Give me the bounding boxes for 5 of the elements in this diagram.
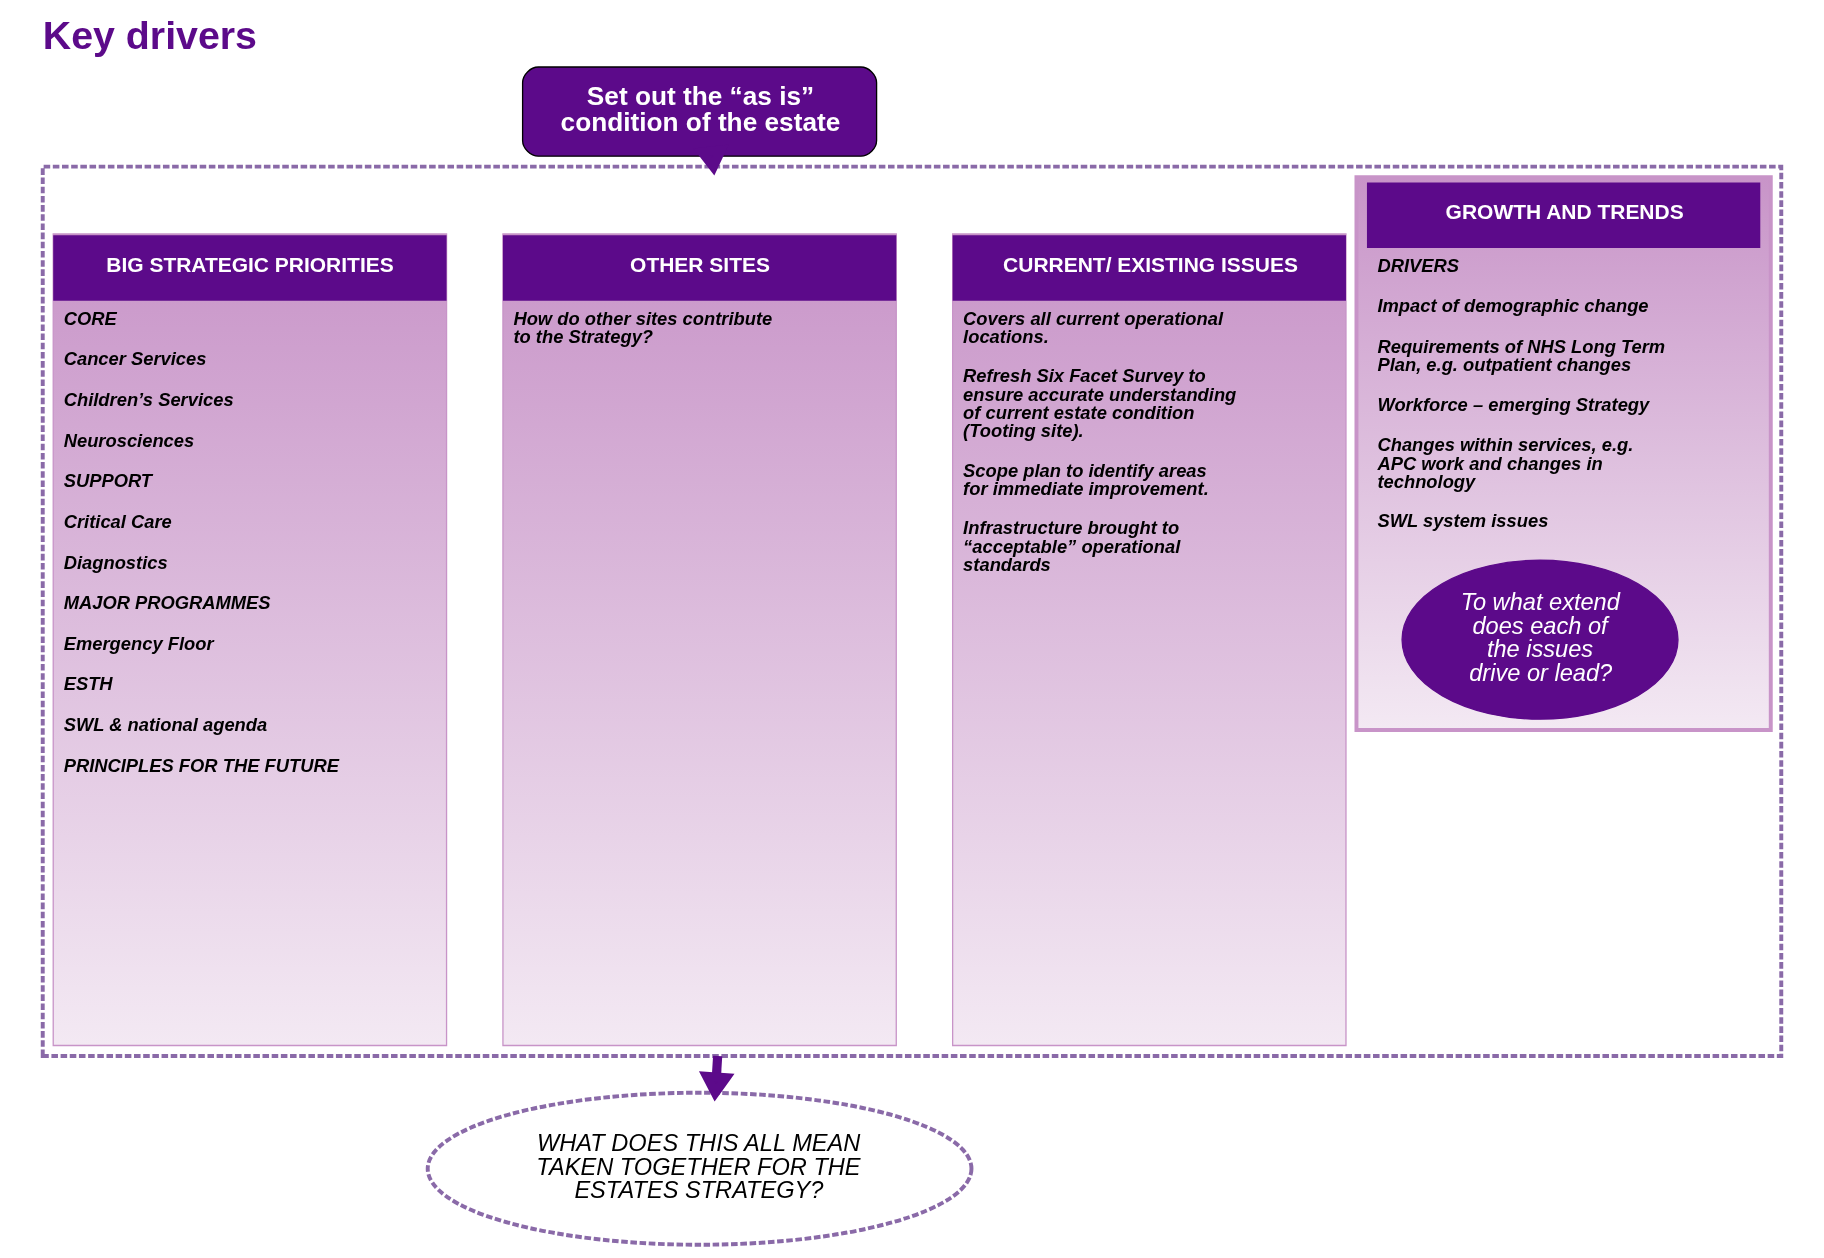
arrow — [698, 1055, 735, 1102]
node-ellipse: WHAT DOES THIS ALL MEAN TAKEN TOGETHER FOR THE ESTATES STRATEGY? — [425, 1090, 974, 1247]
cluster — [40, 164, 1784, 1058]
node-ellipse: To what extend does each of the issues drive or lead? — [1401, 559, 1679, 720]
diagram-title: Key drivers — [42, 12, 257, 57]
